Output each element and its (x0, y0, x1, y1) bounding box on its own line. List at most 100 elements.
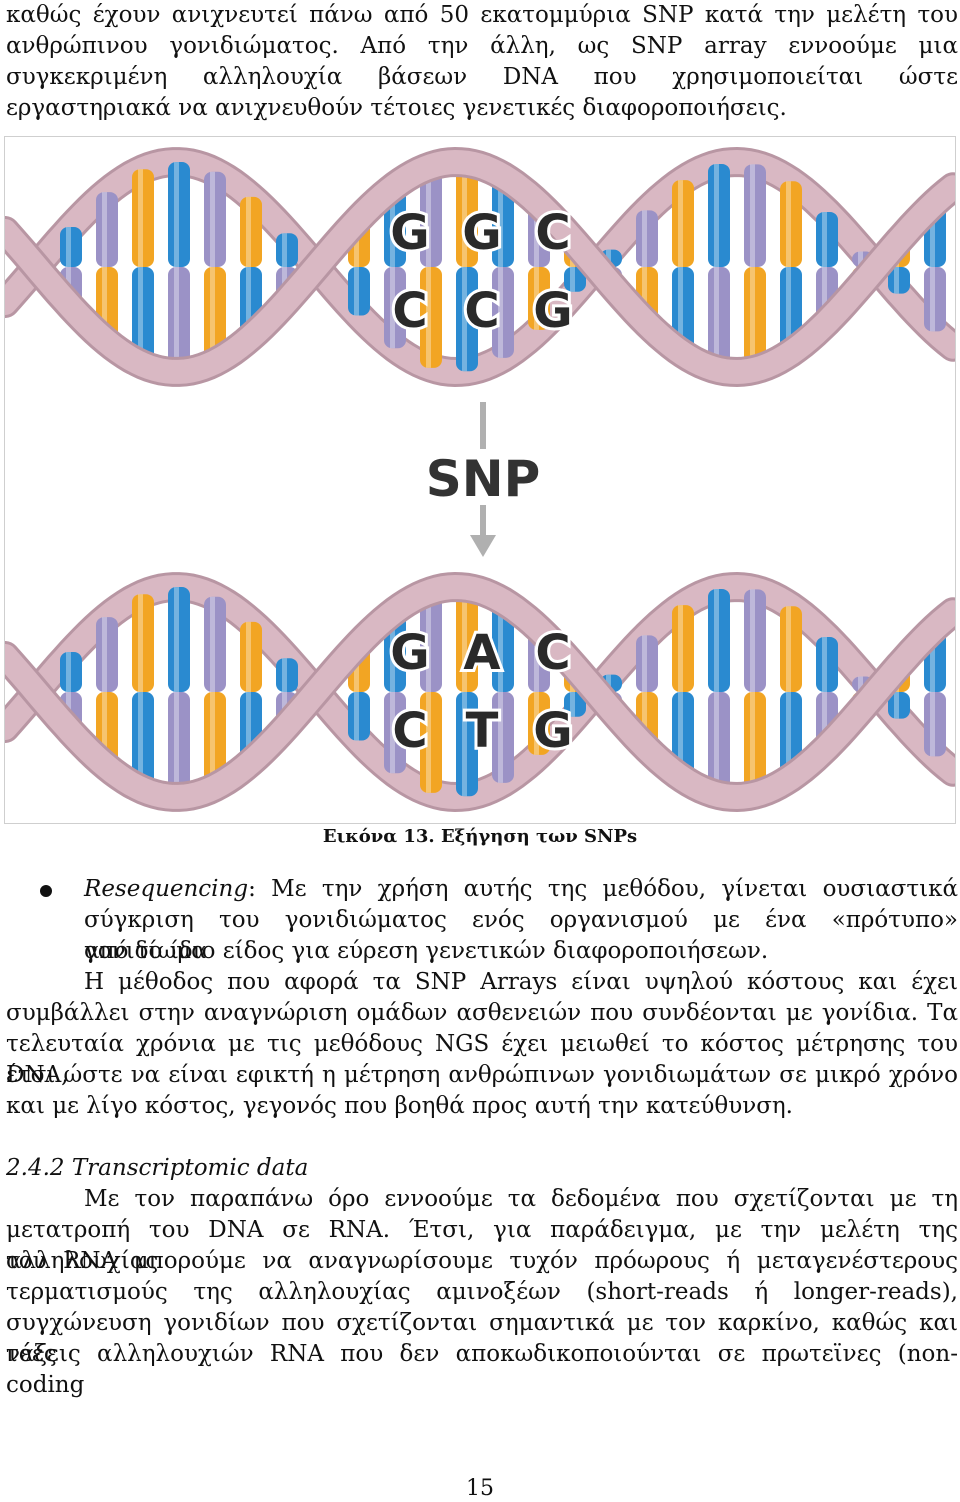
figure-caption: Εικόνα 13. Εξήγηση των SNPs (322, 826, 638, 847)
base-pair-shine (786, 181, 791, 353)
body-text-line: συμβάλλει στην αναγνώριση ομάδων ασθενει… (6, 1000, 958, 1026)
base-letter: C (392, 703, 427, 759)
base-pair-shine (534, 629, 539, 755)
base-pair-bar (564, 267, 586, 292)
bullet-line: σύγκριση του γονιδιώματος ενός οργανισμο… (84, 907, 958, 964)
base-pair-shine (678, 605, 683, 779)
base-pair-bar (96, 192, 118, 267)
base-pair-bar (492, 267, 514, 358)
base-pair-bar (456, 587, 478, 692)
base-pair-shine (426, 591, 431, 793)
base-pair-bar (564, 692, 586, 717)
body-text-line: τελευταία χρόνια με τις μεθόδους NGS έχε… (6, 1031, 958, 1088)
base-pair-shine (426, 166, 431, 368)
base-pair-bar (276, 233, 298, 267)
base-pair-bar (780, 181, 802, 267)
base-pair-shine (174, 587, 179, 797)
base-pair-bar (420, 267, 442, 368)
base-pair-shine (894, 240, 899, 294)
base-pair-bar (132, 692, 154, 790)
base-pair-bar (384, 267, 406, 349)
base-pair-bar (456, 162, 478, 267)
base-pair-shine (642, 210, 647, 324)
base-pair-shine (138, 169, 143, 365)
base-pair-shine (750, 164, 755, 370)
base-pair-shine (642, 635, 647, 749)
base-pair-shine (714, 588, 719, 796)
body-text-line: συγχώνευση γονιδίων που σχετίζονται σημα… (6, 1310, 958, 1367)
base-pair-shine (210, 596, 215, 788)
base-pair-bar (420, 692, 442, 793)
base-pair-bar (708, 692, 730, 796)
base-pair-bar (456, 692, 478, 797)
base-pair-shine (282, 233, 287, 301)
arrow-label-bg (425, 449, 541, 505)
base-pair-shine (174, 162, 179, 372)
page-number: 15 (466, 1476, 494, 1501)
base-pair-bar (708, 267, 730, 371)
base-pair-bar (132, 267, 154, 365)
base-pair-shine (210, 171, 215, 363)
body-text-line: Με τον παραπάνω όρο εννοούμε τα δεδομένα… (84, 1186, 958, 1212)
base-pair-shine (66, 652, 71, 732)
base-pair-shine (390, 185, 395, 349)
base-pair-bar (528, 692, 550, 755)
base-pair-bar (168, 587, 190, 692)
base-letter: G (533, 283, 572, 339)
base-pair-shine (66, 227, 71, 307)
base-pair-bar (204, 692, 226, 788)
bullet-line-1: Resequencing: Με την χρήση αυτής της μεθ… (84, 874, 958, 905)
body-text-line: καθώς έχουν ανιχνευτεί πάνω από 50 εκατο… (6, 2, 958, 28)
base-pair-bar (888, 267, 910, 294)
base-pair-bar (204, 596, 226, 692)
base-letter: T (466, 703, 499, 759)
base-pair-shine (714, 163, 719, 371)
base-letter: A (463, 625, 500, 681)
base-letter: G (390, 205, 429, 261)
base-letter: C (535, 205, 570, 261)
body-text-line: τερματισμούς της αλληλουχίας αμινοξέων (… (6, 1279, 958, 1305)
bullet-text: : Με την χρήση αυτής της μεθόδου, γίνετα… (248, 876, 958, 902)
base-pair-shine (498, 601, 503, 783)
bullet-point (40, 885, 52, 897)
base-pair-bar (528, 267, 550, 330)
base-letter: G (390, 625, 429, 681)
base-pair-shine (786, 606, 791, 778)
base-pair-shine (570, 242, 575, 292)
base-pair-shine (462, 587, 467, 797)
body-text-line: μετατροπή του DNA σε RNA. Έτσι, για παρά… (6, 1217, 958, 1274)
base-pair-shine (894, 665, 899, 719)
base-pair-bar (708, 163, 730, 267)
body-text-line: Η μέθοδος που αφορά τα SNP Arrays είναι … (84, 969, 958, 995)
arrow-head (470, 535, 496, 557)
snp-dna-figure: SNP G G C C C G G A C C T G (4, 136, 956, 824)
base-pair-bar (168, 162, 190, 267)
snp-label: SNP (426, 450, 541, 508)
base-pair-shine (750, 589, 755, 795)
base-pair-shine (930, 202, 935, 332)
base-pair-bar (492, 176, 514, 267)
base-pair-bar (492, 601, 514, 692)
body-text-line: και με λίγο κόστος, γεγονός που βοηθά πρ… (6, 1093, 793, 1119)
base-pair-shine (930, 627, 935, 757)
base-pair-bar (168, 267, 190, 372)
base-pair-bar (276, 658, 298, 692)
dna-helix-variant (5, 571, 955, 813)
backbone-strand (5, 574, 955, 810)
base-pair-bar (204, 267, 226, 363)
base-pair-bar (744, 267, 766, 370)
base-pair-bar (744, 164, 766, 267)
base-pair-bar (240, 621, 262, 692)
base-pair-shine (246, 621, 251, 763)
base-pair-bar (744, 692, 766, 795)
base-pair-bar (924, 267, 946, 332)
base-pair-bar (132, 169, 154, 267)
bullet-term: Resequencing (84, 876, 249, 902)
base-pair-shine (354, 643, 359, 741)
backbone-strand (5, 149, 955, 385)
base-pair-shine (354, 218, 359, 316)
base-letter: G (462, 205, 501, 261)
base-pair-bar (348, 267, 370, 316)
base-pair-shine (102, 192, 107, 342)
base-pair-bar (420, 591, 442, 692)
